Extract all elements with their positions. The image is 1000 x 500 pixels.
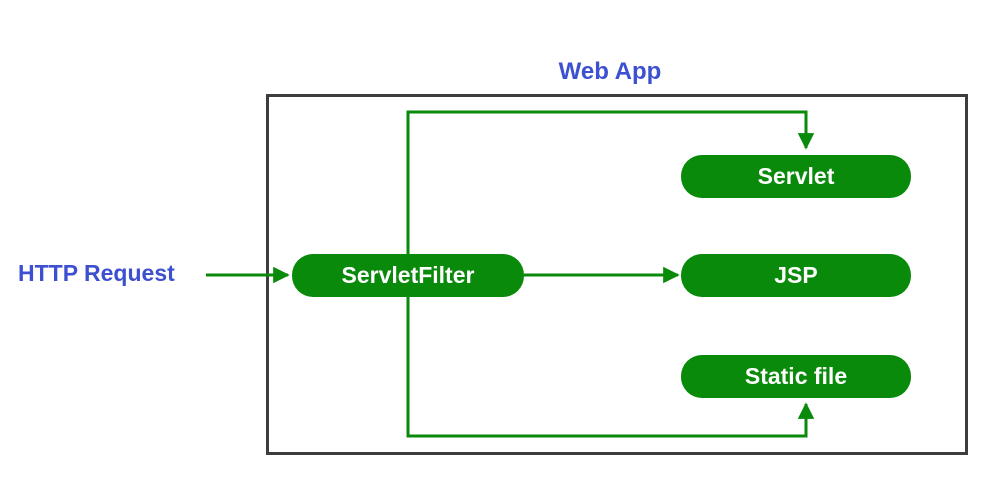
node-static-file[interactable]: Static file: [681, 355, 911, 398]
node-jsp[interactable]: JSP: [681, 254, 911, 297]
node-servletfilter[interactable]: ServletFilter: [292, 254, 524, 297]
http-request-label: HTTP Request: [18, 260, 175, 286]
webapp-title: Web App: [558, 58, 662, 85]
node-servlet[interactable]: Servlet: [681, 155, 911, 198]
